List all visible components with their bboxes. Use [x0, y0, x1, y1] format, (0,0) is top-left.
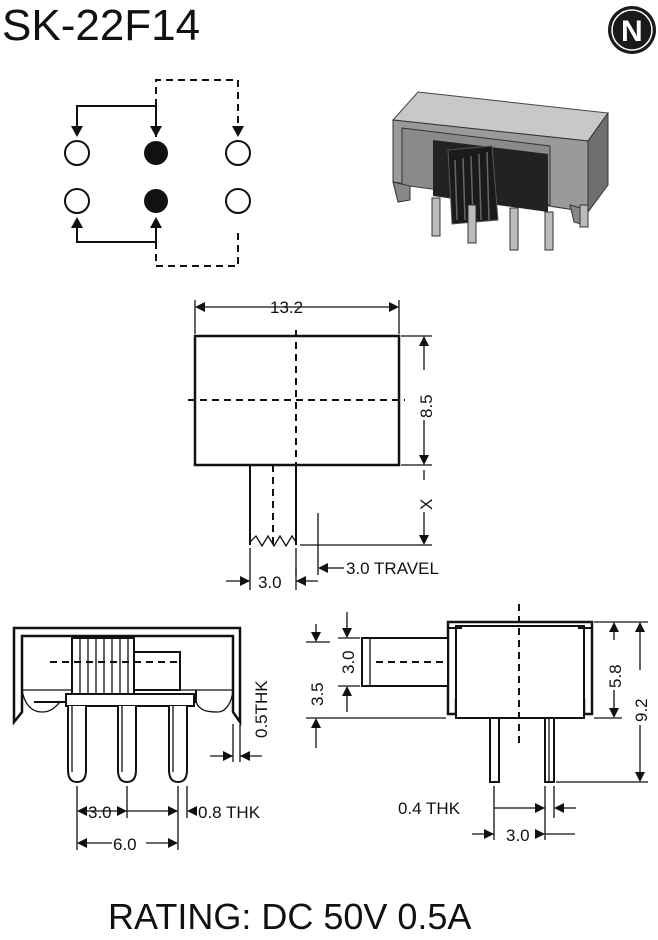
side-terminal-pin	[489, 717, 500, 783]
rating-label: RATING: DC 50V 0.5A	[108, 896, 471, 937]
terminal-pin	[67, 706, 87, 784]
lever-length-label: X	[417, 499, 436, 510]
side-pin-thickness-label: 0.4 THK	[398, 799, 461, 818]
part-title: SK-22F14	[2, 1, 200, 50]
actuator-lever	[249, 465, 297, 545]
top-view: 13.2 8.5 X 3.0 TRAVEL 3.0	[188, 298, 439, 592]
lever-width-dimension: 3.0	[258, 573, 282, 592]
pin-span-label: 6.0	[113, 835, 137, 854]
actuator-slider	[71, 637, 135, 695]
front-view: 0.5THK 3.0 0.8 THK 6.0	[12, 626, 271, 854]
terminal-pin	[168, 706, 188, 784]
side-view: 3.0 3.5 5.8 9.2 0.4 THK 3.0	[306, 604, 651, 845]
side-total-height-label: 9.2	[632, 698, 651, 722]
terminal-common	[144, 141, 168, 165]
side-offset-label: 3.5	[308, 682, 327, 706]
side-body-height-label: 5.8	[606, 664, 625, 688]
terminal-open	[64, 140, 90, 166]
side-actuator-label: 3.0	[339, 650, 358, 674]
brand-logo-letter: N	[621, 15, 643, 48]
base-plate	[65, 693, 195, 707]
circuit-schematic	[64, 79, 251, 267]
housing-thickness-label: 0.5THK	[252, 680, 271, 738]
brand-logo: N	[608, 6, 656, 54]
side-pin-pitch-label: 3.0	[506, 826, 530, 845]
pin-thickness-label: 0.8 THK	[198, 803, 261, 822]
terminal-open	[225, 188, 251, 214]
front-housing-outline	[12, 626, 242, 726]
terminal-pin	[117, 706, 137, 784]
terminal-open	[64, 188, 90, 214]
product-3d-view	[391, 91, 609, 251]
height-dimension: 8.5	[417, 394, 436, 418]
width-dimension: 13.2	[270, 298, 303, 317]
pin-pitch-label: 3.0	[88, 803, 112, 822]
terminal-common	[144, 189, 168, 213]
terminal-open	[225, 140, 251, 166]
travel-dimension: 3.0 TRAVEL	[346, 559, 439, 578]
